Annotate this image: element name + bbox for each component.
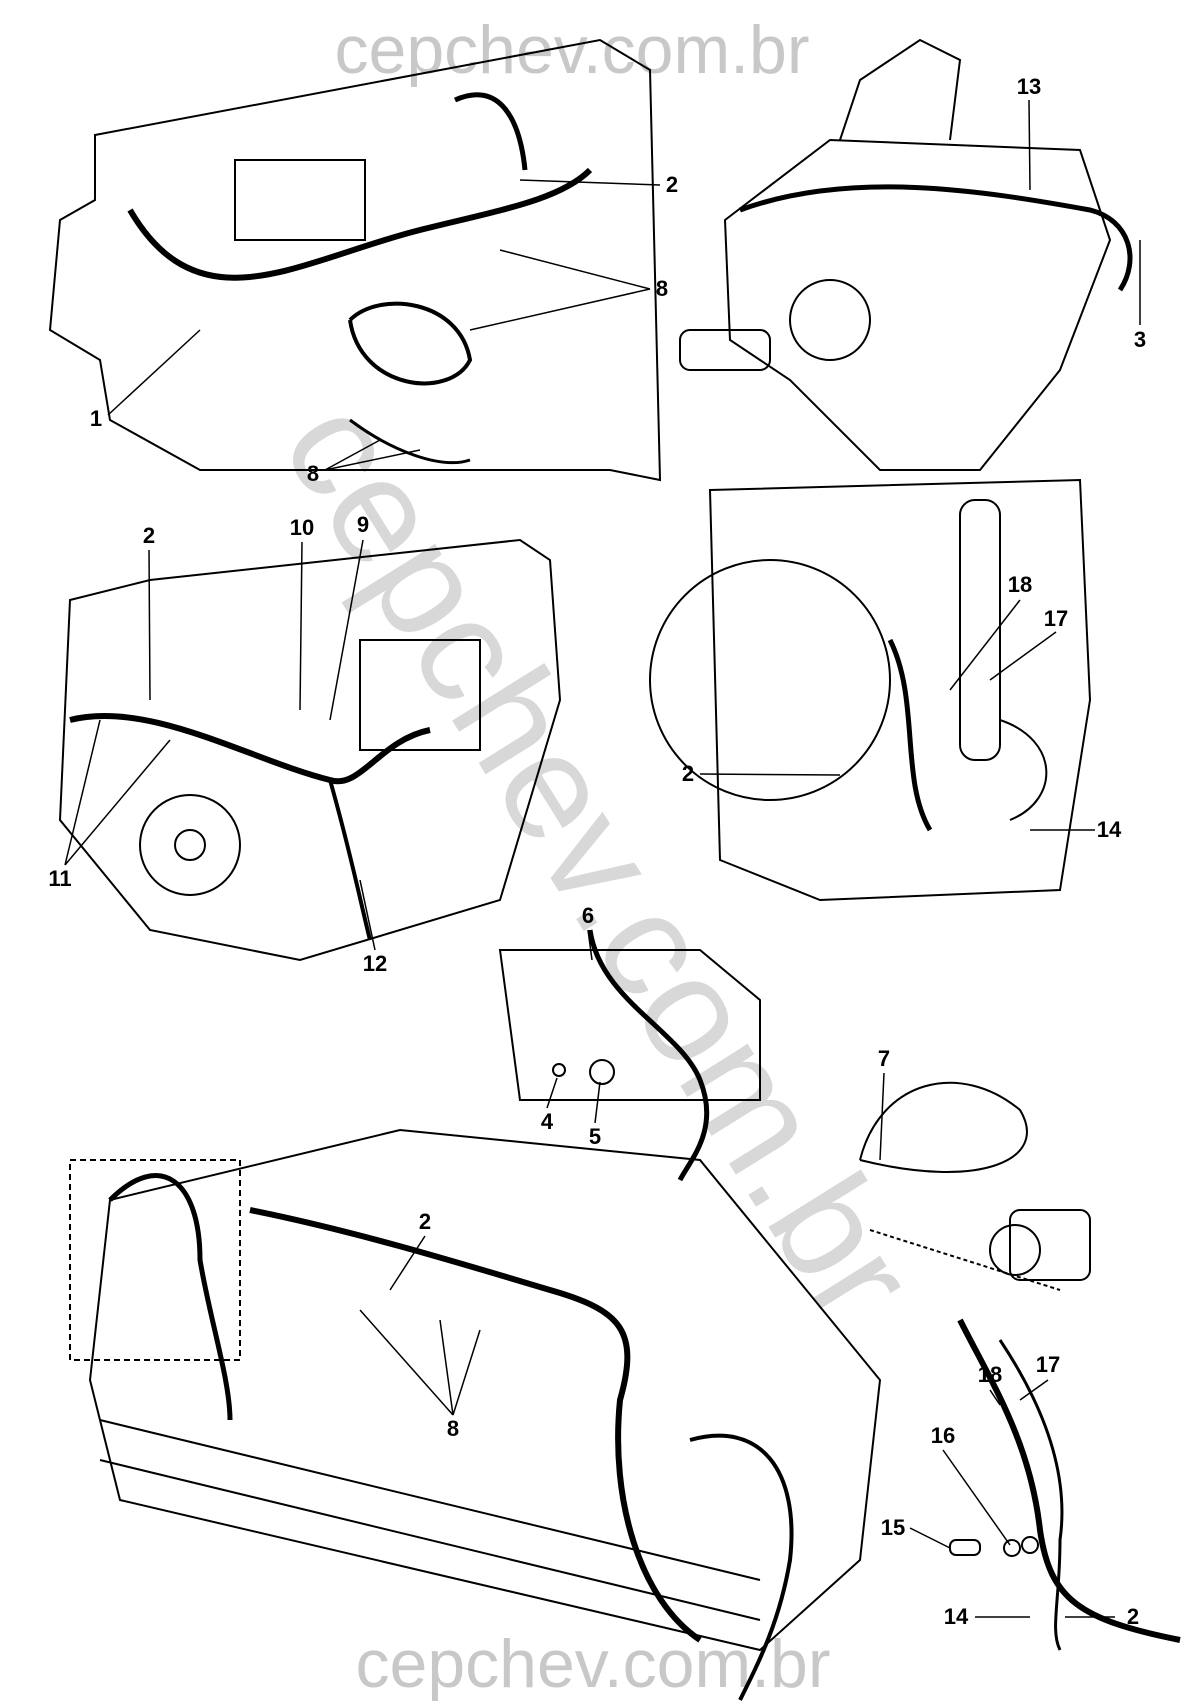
callout-9: 9 (356, 512, 370, 537)
compressor-assembly (859, 1081, 1091, 1291)
callout-17: 17 (1035, 1352, 1061, 1377)
callout-14: 14 (1096, 817, 1122, 842)
callout-2: 2 (418, 1209, 432, 1234)
callout-2: 2 (665, 172, 679, 197)
callout-16: 16 (930, 1423, 956, 1448)
engine-assembly (58, 538, 562, 962)
callout-12: 12 (362, 951, 388, 976)
callout-18: 18 (1007, 572, 1033, 597)
callout-15: 15 (880, 1515, 906, 1540)
callout-13: 13 (1016, 74, 1042, 99)
top-watermark: cepchev.com.br (334, 12, 810, 88)
firewall-harness-assembly (48, 38, 662, 482)
callout-5: 5 (588, 1124, 602, 1149)
transmission-assembly (679, 38, 1133, 471)
callout-6: 6 (581, 903, 595, 928)
bottom-watermark: cepchev.com.br (355, 1626, 831, 1702)
callout-10: 10 (289, 515, 315, 540)
callout-8: 8 (446, 1416, 460, 1441)
callout-4: 4 (540, 1109, 554, 1134)
callout-1: 1 (89, 406, 103, 431)
ground-strap-assembly (949, 1318, 1181, 1651)
callout-2: 2 (681, 761, 695, 786)
callout-2: 2 (142, 523, 156, 548)
sensor-harness-assembly (498, 929, 761, 1182)
callout-2: 2 (1126, 1604, 1140, 1629)
leader-lines (64, 99, 1141, 1618)
callout-17: 17 (1043, 606, 1069, 631)
callout-8: 8 (306, 461, 320, 486)
front-end-harness-assembly (69, 1128, 882, 1701)
callout-11: 11 (48, 866, 72, 891)
callout-18: 18 (977, 1362, 1003, 1387)
starter-assembly (649, 478, 1092, 902)
callout-7: 7 (877, 1046, 891, 1071)
callout-8: 8 (655, 276, 669, 301)
callout-3: 3 (1133, 327, 1147, 352)
callout-14: 14 (943, 1604, 969, 1629)
